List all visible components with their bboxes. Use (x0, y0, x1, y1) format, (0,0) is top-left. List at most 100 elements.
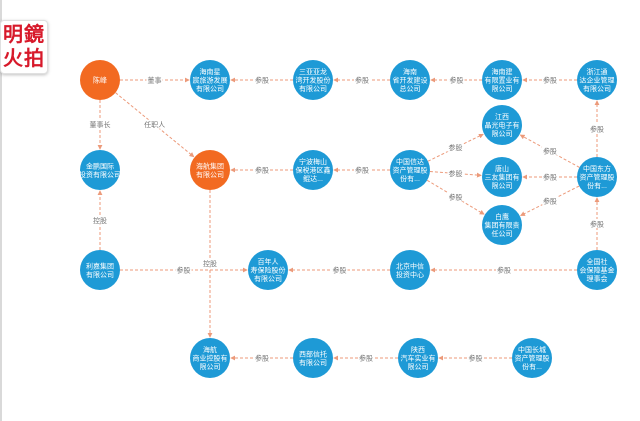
edge[interactable]: 参股 (589, 197, 605, 250)
edge[interactable]: 参股 (333, 353, 398, 363)
edge[interactable]: 参股 (522, 75, 577, 85)
node-label-line: 份有... (587, 181, 607, 190)
node-label-line: 利嘉集团 (86, 261, 114, 270)
edge[interactable]: 控股 (92, 190, 108, 250)
edge[interactable]: 参股 (333, 165, 390, 175)
edge[interactable]: 参股 (430, 75, 482, 85)
node-label-line: 保税港区鑫 (296, 166, 331, 175)
node-zgcc[interactable]: 中国长城资产管理股份有... (512, 338, 552, 378)
edge-label: 参股 (355, 166, 369, 175)
node-zgxd[interactable]: 中国信达资产管理股份有... (390, 150, 430, 190)
node-label-line: 西部信托 (299, 349, 327, 358)
node-label-line: 白鹰 (495, 212, 509, 221)
edge-label-bg (589, 219, 605, 228)
node-nbms[interactable]: 宁波梅山保税港区鑫鲲达... (293, 150, 333, 190)
edge[interactable]: 参股 (230, 165, 293, 175)
node-label-line: 陈峰 (93, 76, 107, 85)
edge[interactable]: 参股 (333, 75, 390, 85)
left-edge-border (0, 0, 2, 421)
edges-layer: 董事参股参股参股参股董事长任职人参股参股参股参股参股参股参股参股参股控股参股参股… (90, 75, 605, 363)
edge[interactable]: 参股 (519, 134, 580, 168)
node-label-line: 资产管理股 (580, 173, 615, 182)
node-label-line: 总公司 (400, 84, 421, 93)
edge-label: 参股 (449, 193, 463, 202)
node-circle (190, 60, 230, 100)
node-circle (482, 157, 522, 197)
node-label-line: 限公司 (408, 362, 429, 371)
edge-label-bg (146, 119, 163, 129)
edge-label-bg (542, 172, 558, 181)
node-circle (577, 60, 617, 100)
edge[interactable]: 参股 (120, 265, 248, 275)
edge[interactable]: 参股 (288, 265, 390, 275)
edge[interactable]: 参股 (426, 179, 485, 215)
node-label-line: 江西 (495, 113, 509, 121)
edge[interactable]: 董事 (120, 75, 190, 85)
edge-label: 参股 (177, 266, 191, 275)
edge-label: 参股 (590, 220, 604, 229)
edge[interactable]: 参股 (427, 133, 484, 162)
edge-label-bg (175, 265, 192, 274)
node-label-line: 达企业管理 (580, 76, 615, 85)
node-chenfeng[interactable]: 陈峰 (80, 60, 120, 100)
node-label-line: 份有... (400, 174, 420, 183)
edge[interactable]: 参股 (230, 353, 293, 363)
edge[interactable]: 参股 (519, 185, 580, 216)
edge-label-bg (146, 75, 163, 84)
watermark-glyph: 拍 (24, 46, 44, 70)
edge[interactable]: 任职人 (115, 92, 195, 158)
edge-label: 参股 (497, 266, 511, 275)
node-label-line: 资产管理股 (393, 166, 428, 175)
edge-label-bg (541, 195, 558, 205)
edge[interactable]: 参股 (230, 75, 293, 85)
edge[interactable]: 参股 (438, 353, 512, 363)
node-circle (390, 250, 430, 290)
edge-label: 参股 (449, 143, 463, 152)
edge[interactable]: 参股 (522, 172, 577, 182)
edge[interactable]: 参股 (429, 168, 482, 178)
node-label-line: 限公司 (492, 84, 513, 93)
edge-label-bg (448, 75, 465, 84)
edge-line (519, 134, 580, 168)
node-label-line: 有限公司 (254, 274, 282, 283)
edge-label-bg (202, 258, 218, 268)
edge-label: 参股 (359, 354, 373, 363)
edge-label: 参股 (255, 354, 269, 363)
edge-label: 控股 (93, 216, 107, 225)
node-zgdf[interactable]: 中国东方资产管理股份有... (577, 157, 617, 197)
edge[interactable]: 董事长 (90, 100, 111, 150)
node-label-line: 有限公司 (196, 170, 224, 179)
edge-label: 参股 (543, 196, 557, 205)
edge-label: 任职人 (144, 120, 165, 129)
node-label-line: 唐山 (495, 164, 509, 173)
node-label-line: 有限公司 (299, 358, 327, 367)
edge[interactable]: 参股 (589, 100, 605, 157)
edge[interactable]: 参股 (430, 265, 577, 275)
edge[interactable]: 控股 (202, 190, 218, 338)
node-label-line: 中国信达 (396, 157, 424, 166)
node-label-line: 汽车实业有 (401, 354, 436, 363)
node-circle (80, 250, 120, 290)
edge-label: 参股 (543, 147, 557, 156)
node-label-line: 中国东方 (583, 164, 611, 173)
node-circle (390, 150, 430, 190)
node-label-line: 有限公司 (299, 84, 327, 93)
